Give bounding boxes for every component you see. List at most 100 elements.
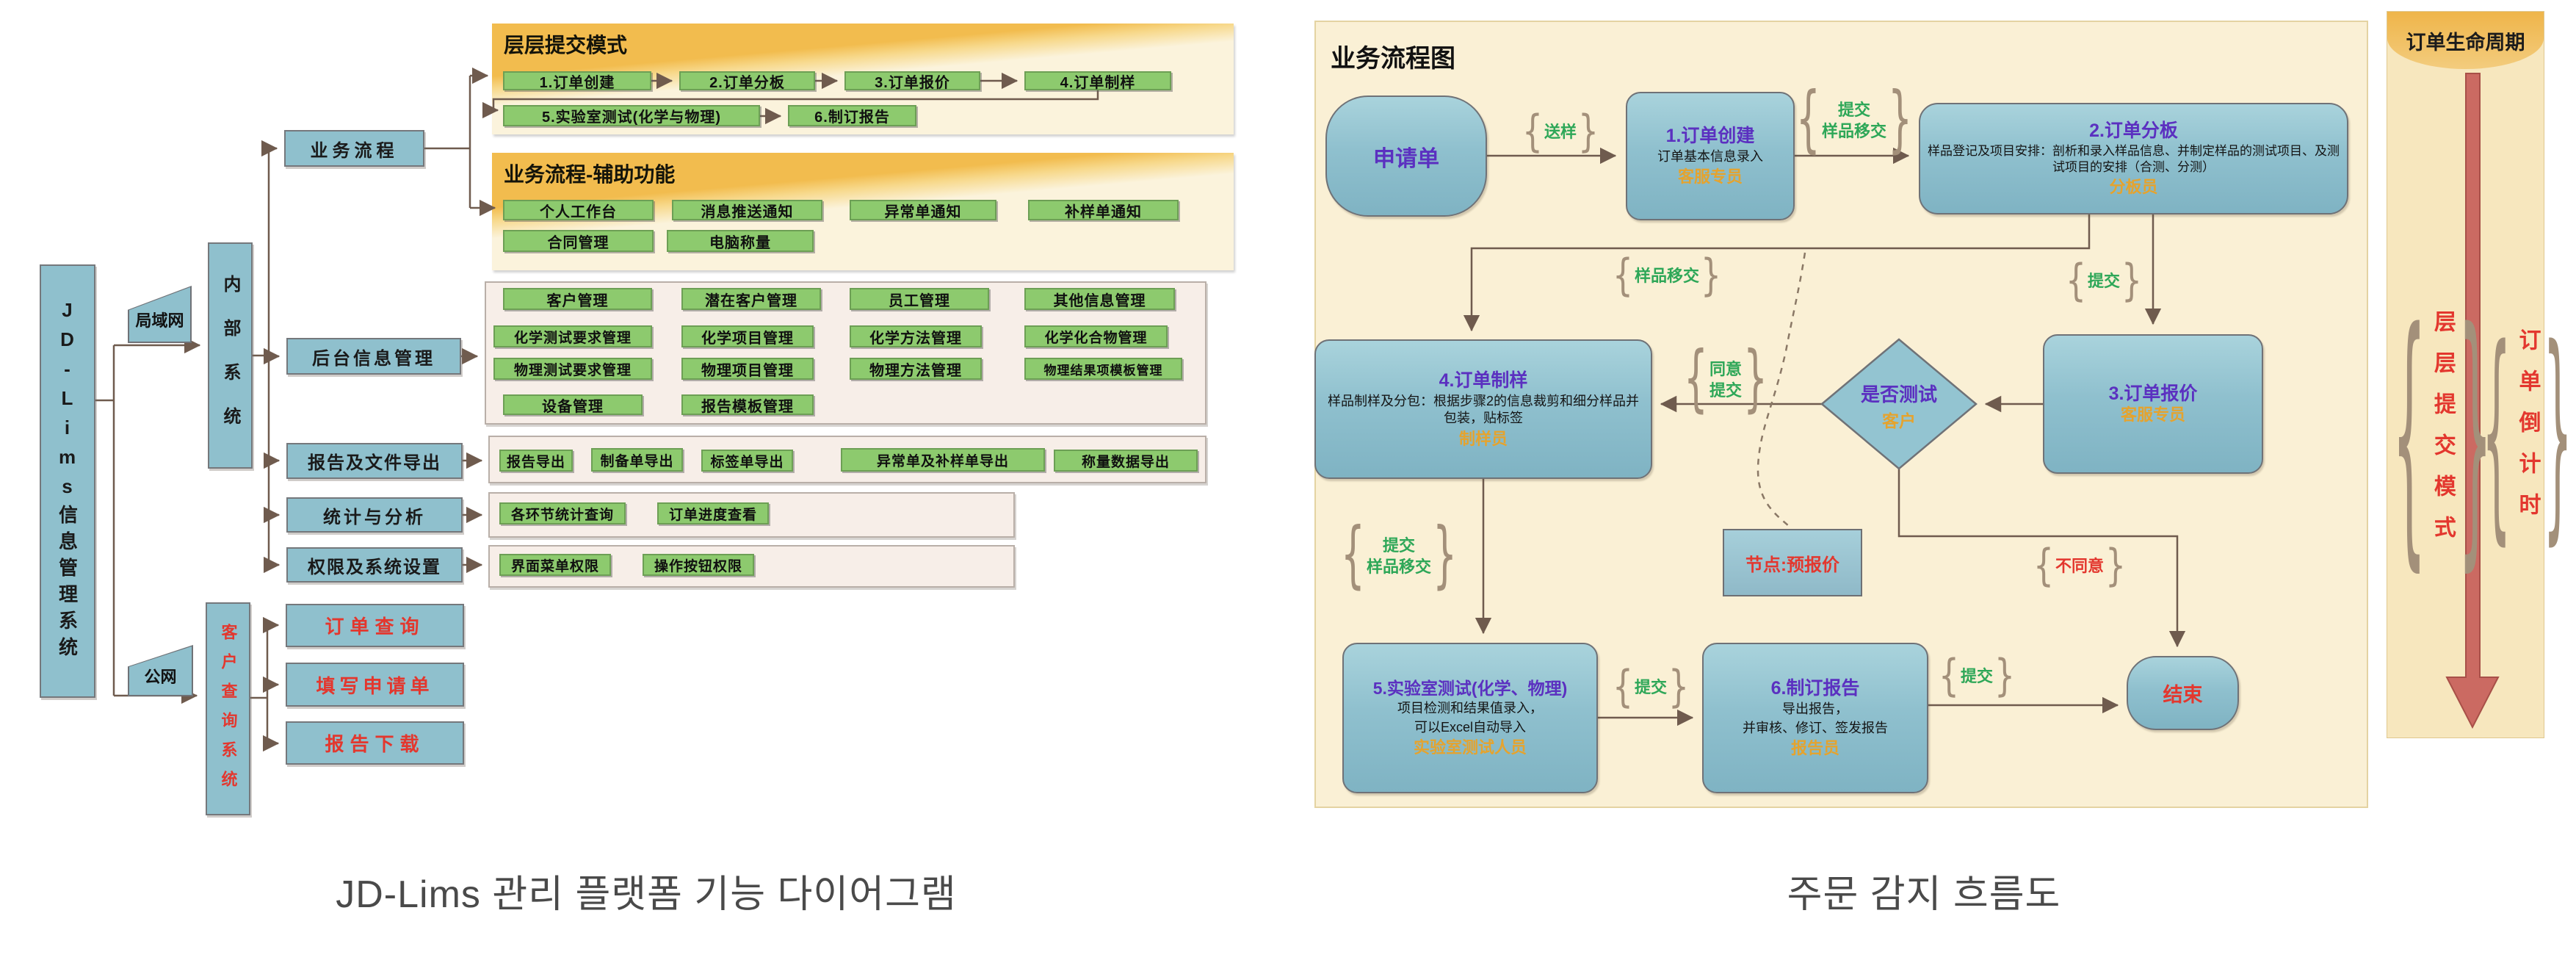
customer-item: 报告下载 [286, 721, 464, 765]
backend-item: 报告模板管理 [681, 394, 814, 415]
label-text: 不同意 [2055, 556, 2104, 575]
label-text: 提交 [2087, 271, 2120, 290]
aux-item: 个人工作台 [503, 200, 654, 220]
flow-step1-body: 订单基本信息录入 [1657, 149, 1763, 165]
panel-submit-mode-title: 层层提交模式 [504, 34, 628, 57]
aux-item: 合同管理 [503, 230, 654, 252]
open-brace: { [2392, 273, 2426, 594]
customer-query-system-node: 客户查询系统 [206, 602, 250, 815]
close-brace: } [2543, 297, 2572, 566]
flow-step5-title: 5.实验室测试(化学、物理) [1372, 678, 1568, 698]
flow-decision-question: 是否测试 [1860, 383, 1937, 405]
flow-step5-body1: 项目检测和结果值录入， [1397, 701, 1543, 716]
label-submit-to-quote: 提交 [2056, 259, 2152, 304]
export-item: 标签单导出 [701, 450, 793, 472]
open-brace: { [2482, 297, 2511, 566]
backend-item: 化学测试要求管理 [493, 325, 652, 347]
backend-item: 化学项目管理 [681, 325, 814, 347]
sidebar-left-label: { 层层提交模式 } [2392, 273, 2492, 594]
label-send-sample: 送样 [1513, 110, 1608, 154]
label-text: 订单倒计时 [2515, 328, 2540, 534]
label-text: 层层提交模式 [2430, 310, 2455, 557]
flow-step6-body2: 并审核、修订、签发报告 [1743, 720, 1888, 735]
flow-step3-role: 客服专员 [2120, 405, 2185, 425]
backend-item: 潜在客户管理 [681, 288, 821, 310]
step-item: 1.订单创建 [503, 71, 651, 91]
flow-step4: 4.订单制样 样品制样及分包：根据步骤2的信息裁剪和细分样品并包装，贴标签 制样… [1314, 339, 1652, 479]
lifecycle-arrow [2445, 73, 2500, 729]
backend-item: 物理结果项模板管理 [1024, 358, 1182, 380]
stats-item: 订单进度查看 [657, 502, 769, 524]
flow-step3: 3.订单报价 客服专员 [2043, 334, 2263, 474]
flow-step3-title: 3.订单报价 [2108, 383, 2198, 405]
right-caption: 주문 감지 흐름도 [1787, 873, 2061, 916]
label-submit-to-report: 提交 [1607, 665, 1695, 710]
export-item: 称量数据导出 [1054, 450, 1198, 472]
flow-start-node: 申请单 [1325, 95, 1487, 217]
backend-item: 设备管理 [503, 394, 643, 415]
flow-step2-body: 样品登记及项目安排：剖析和录入样品信息、并制定样品的测试项目、及测试项目的安排（… [1928, 144, 2340, 175]
flow-end-label: 结束 [2163, 684, 2203, 706]
flow-step2: 2.订单分板 样品登记及项目安排：剖析和录入样品信息、并制定样品的测试项目、及测… [1919, 103, 2348, 214]
step-item: 6.制订报告 [788, 105, 916, 126]
step-item: 2.订单分板 [679, 71, 815, 91]
flow-prequote-node: 节点:预报价 [1723, 529, 1862, 596]
decision-diamond-shape [1820, 338, 1978, 470]
label-sample-transfer: 样品移交 [1590, 253, 1744, 299]
backend-item: 其他信息管理 [1024, 288, 1175, 310]
export-item: 报告导出 [499, 450, 573, 472]
backend-item: 物理方法管理 [850, 358, 982, 380]
step-item: 4.订单制样 [1024, 71, 1171, 91]
step-item: 3.订单报价 [844, 71, 980, 91]
branch-backend-info: 后台信息管理 [286, 338, 461, 375]
panel-aux-functions-title: 业务流程-辅助功能 [504, 163, 676, 186]
flow-step2-title: 2.订单分板 [2089, 120, 2178, 142]
flow-step6-title: 6.制订报告 [1770, 678, 1860, 699]
aux-item: 异常单通知 [850, 200, 996, 220]
label-disagree: 不同意 [2014, 544, 2146, 589]
perm-item: 操作按钮权限 [643, 554, 754, 576]
perm-item: 界面菜单权限 [499, 554, 611, 576]
branch-perm-settings: 权限及系统设置 [286, 547, 463, 583]
export-item: 异常单及补样单导出 [841, 448, 1045, 472]
label-submit-to-end: 提交 [1933, 654, 2021, 699]
flow-step6-role: 报告员 [1790, 739, 1839, 758]
backend-item: 物理项目管理 [681, 358, 814, 380]
export-item: 制备单导出 [591, 448, 683, 472]
aux-item: 电脑称量 [667, 230, 814, 252]
flow-step1-role: 客服专员 [1677, 167, 1743, 187]
flow-step6-body1: 导出报告， [1782, 701, 1848, 717]
aux-item: 补样单通知 [1028, 200, 1179, 220]
flow-step4-title: 4.订单制样 [1439, 369, 1528, 391]
aux-item: 消息推送通知 [672, 200, 822, 220]
stats-item: 各环节统计查询 [499, 502, 626, 524]
branch-stats-analysis: 统计与分析 [286, 497, 463, 533]
flow-step5-role: 实验室测试人员 [1413, 737, 1527, 757]
backend-item: 化学化合物管理 [1024, 325, 1168, 347]
internal-system-node: 内部系统 [208, 242, 253, 469]
label-text: 提交 [1960, 666, 1993, 685]
flow-step6: 6.制订报告 导出报告， 并审核、修订、签发报告 报告员 [1702, 643, 1928, 793]
backend-item: 员工管理 [850, 288, 989, 310]
sidebar-right-label: { 订单倒计时 } [2482, 297, 2572, 566]
flow-decision-text: 是否测试 客户 [1826, 371, 1972, 441]
label-text: 样品移交 [1634, 266, 1699, 285]
flow-step1: 1.订单创建 订单基本信息录入 客服专员 [1626, 92, 1795, 220]
backend-item: 物理测试要求管理 [493, 358, 652, 380]
flow-start-label: 申请单 [1373, 146, 1439, 171]
flow-step4-body: 样品制样及分包：根据步骤2的信息裁剪和细分样品并包装，贴标签 [1327, 393, 1639, 426]
label-text: 提交 [1634, 677, 1667, 696]
flow-step1-title: 1.订单创建 [1665, 126, 1755, 147]
branch-report-export: 报告及文件导出 [286, 443, 463, 479]
flow-decision-role: 客户 [1882, 411, 1916, 430]
customer-item: 订单查询 [286, 604, 464, 647]
flow-prequote-label: 节点:预报价 [1745, 555, 1839, 575]
